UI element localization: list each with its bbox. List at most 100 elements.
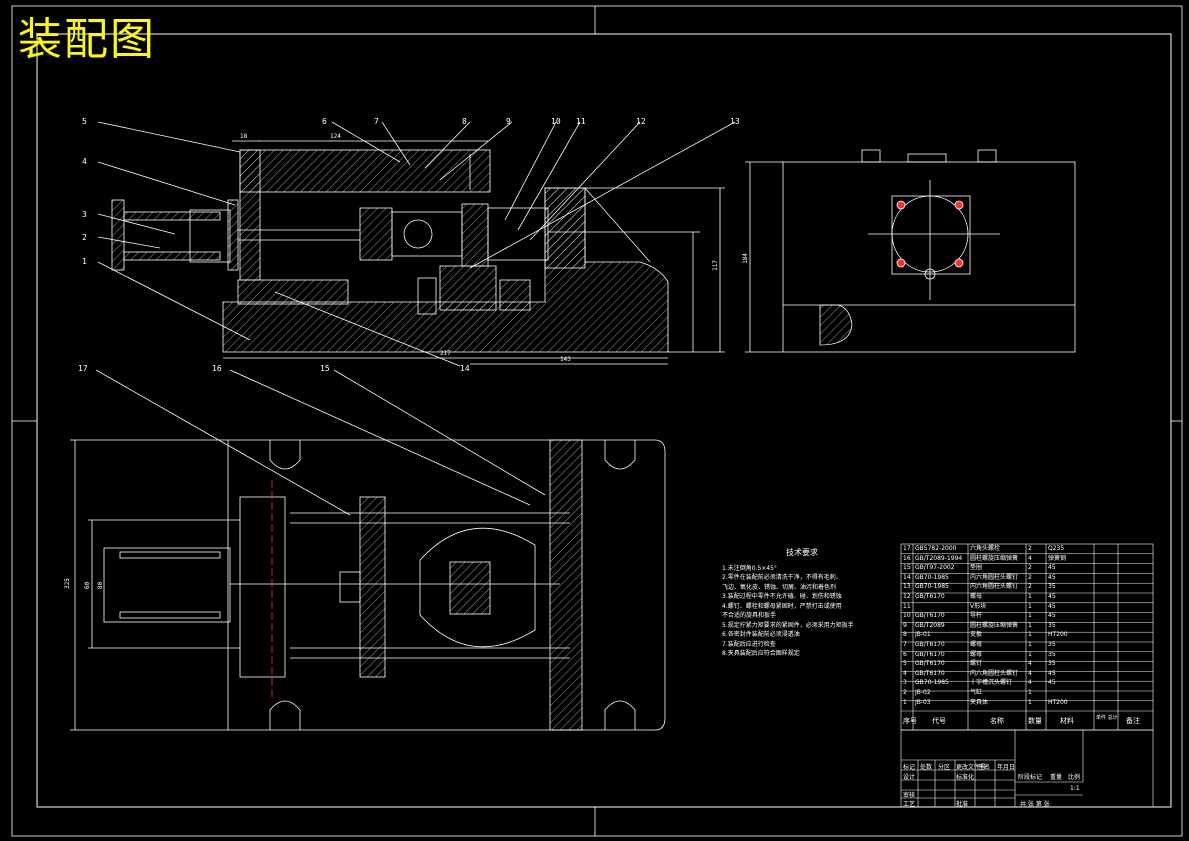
part-number: 12 [636,117,646,126]
bom-cell-name: 内六角圆柱头螺钉 [970,573,1019,581]
bom-cell-code: GB/T6170 [915,592,945,600]
bom-cell-no: 4 [903,669,907,677]
bom-cell-qty: 4 [1028,660,1032,668]
bom-cell-qty: 1 [1028,592,1032,600]
requirement-item: 3.装配过程中零件不允许磕、碰、划伤和锈蚀 [722,593,842,600]
bom-cell-qty: 2 [1028,545,1032,552]
tb-scale: 比例 [1068,774,1081,781]
bom-cell-code: GB/T2089 [915,621,945,629]
bom-header-qty: 数量 [1028,717,1042,725]
bom-header-weight: 单件 总计 [1096,715,1118,721]
bom-cell-no: 6 [903,650,907,658]
bom-cell-no: 8 [903,631,907,639]
requirement-item: 1.未注倒角0.5×45° [722,564,777,572]
bom-cell-mat: 45 [1048,564,1056,572]
bom-cell-code: JB-01 [915,631,931,639]
bom-cell-qty: 1 [1028,621,1032,629]
bom-cell-qty: 4 [1028,554,1032,562]
dimension-label: 18 [240,133,248,140]
part-number: 13 [730,117,740,126]
part-number: 11 [576,117,586,126]
bom-cell-qty: 1 [1028,612,1032,620]
part-number: 10 [551,117,561,126]
title-block-grid [900,729,1154,808]
part-number: 6 [322,117,327,126]
bom-cell-mat: 45 [1048,612,1056,620]
bom-cell-name: 圆柱螺旋压缩弹簧 [970,621,1019,629]
requirement-item: 飞边、氧化皮、锈蚀、切屑、油污和着色剂 [722,583,837,591]
bom-cell-name: 螺母 [970,592,983,600]
part-number: 14 [460,364,470,373]
bom-cell-qty: 2 [1028,573,1032,581]
dimension-label: 143 [560,356,571,363]
tb-sign: 签名 [978,764,991,771]
part-number: 15 [320,364,330,373]
dimension-label: 60 [84,581,92,590]
bom-cell-no: 5 [903,660,907,668]
front-section-view [97,121,736,367]
bom-cell-name: 垫圈 [970,564,983,572]
tb-stage: 阶段标记 [1018,774,1043,781]
part-number: 4 [82,157,87,166]
tb-design: 设计 [903,774,916,781]
requirement-item: 8.夹具装配后应符合图样规定 [722,650,800,657]
technical-requirements: 技术要求 1.未注倒角0.5×45° 2.零件在装配前必须清洗干净，不得有毛刺、… [722,548,882,659]
bom-cell-no: 1 [903,698,907,706]
bom-cell-code: GB/T2089-1994 [915,554,963,562]
bom-cell-no: 17 [903,545,911,552]
requirement-item: 7.装配后应进行检查 [722,640,776,648]
top-view [70,369,666,731]
bom-header-code: 代号 [932,717,946,725]
bom-cell-no: 2 [903,688,907,696]
bom-cell-mat: 35 [1048,640,1056,648]
bom-cell-qty: 1 [1028,640,1032,648]
drawing-title: 装配图 [18,14,156,65]
bom-cell-no: 15 [903,564,911,572]
bom-header-no: 序号 [903,717,917,725]
bom-cell-mat: 35 [1048,660,1056,668]
tb-process: 工艺 [903,801,916,808]
bom-cell-code: GB/T6170 [915,660,945,668]
bom-cell-qty: 2 [1028,564,1032,572]
bom-header-name: 名称 [990,717,1004,725]
dimension-label: 117 [711,260,719,271]
bom-cell-code: GB/T6170 [915,650,945,658]
bom-cell-name: 支板 [970,631,983,639]
bom-cell-name: 十字槽沉头螺钉 [970,679,1013,687]
dimension-label: 325 [63,578,71,589]
bom-cell-qty: 4 [1028,669,1032,677]
outer-frame [11,5,1183,837]
part-number: 3 [82,210,87,219]
bom-cell-name: 螺母 [970,640,983,648]
part-number: 7 [374,117,379,126]
bom-cell-mat: 45 [1048,592,1056,600]
bom-cell-code: JB-03 [915,698,931,706]
bom-cell-qty: 1 [1028,631,1032,639]
bom-cell-mat: 45 [1048,573,1056,581]
part-number: 9 [506,117,511,126]
bom-cell-no: 3 [903,679,907,687]
tb-count: 处数 [920,764,933,771]
bom-cell-name: 圆柱螺旋压缩弹簧 [970,554,1019,562]
requirement-item: 5.规定拧紧力矩要求的紧固件，必须采用力矩扳手 [722,621,854,629]
bom-cell-code: GB/T6170 [915,669,945,677]
bom-cell-mat: HT200 [1048,698,1068,706]
bom-cell-mat: 35 [1048,621,1056,629]
requirement-item: 2.零件在装配前必须清洗干净，不得有毛刺、 [722,574,842,581]
bom-cell-mat: 45 [1048,602,1056,610]
bom-cell-name: 导杆 [970,612,983,620]
bom-cell-name: 夹具体 [970,698,989,706]
dimension-label: 80 [97,581,105,590]
